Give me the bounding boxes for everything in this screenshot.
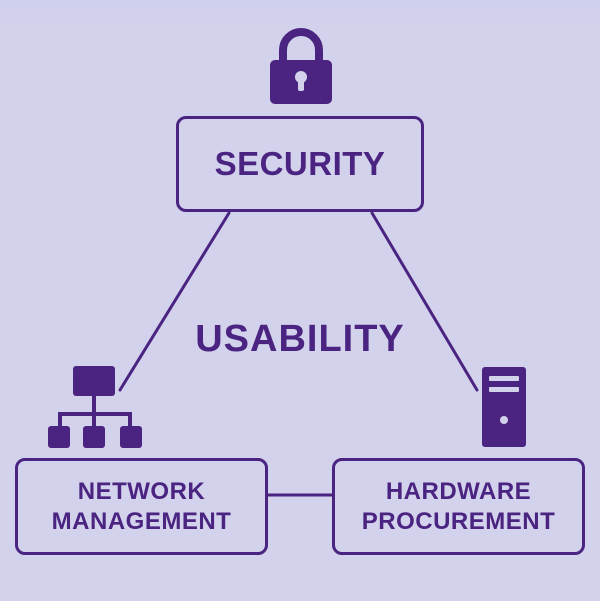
network-management-node: NETWORK MANAGEMENT	[15, 458, 268, 555]
network-label-line2: MANAGEMENT	[51, 507, 232, 535]
network-management-label: NETWORK MANAGEMENT	[52, 477, 232, 537]
security-node: SECURITY	[176, 116, 424, 212]
hardware-label-line2: PROCUREMENT	[361, 507, 556, 535]
usability-label: USABILITY	[195, 318, 405, 360]
security-label: SECURITY	[214, 145, 386, 182]
server-tower-icon	[482, 367, 526, 447]
network-label-line1: NETWORK	[77, 477, 206, 505]
connector-security-hardware	[370, 211, 479, 392]
connector-security-network	[118, 211, 231, 392]
hardware-procurement-node: HARDWARE PROCUREMENT	[332, 458, 585, 555]
hardware-label-line1: HARDWARE	[385, 477, 532, 505]
network-hierarchy-icon	[48, 366, 142, 448]
lock-icon	[270, 28, 332, 104]
hardware-procurement-label: HARDWARE PROCUREMENT	[362, 477, 556, 537]
